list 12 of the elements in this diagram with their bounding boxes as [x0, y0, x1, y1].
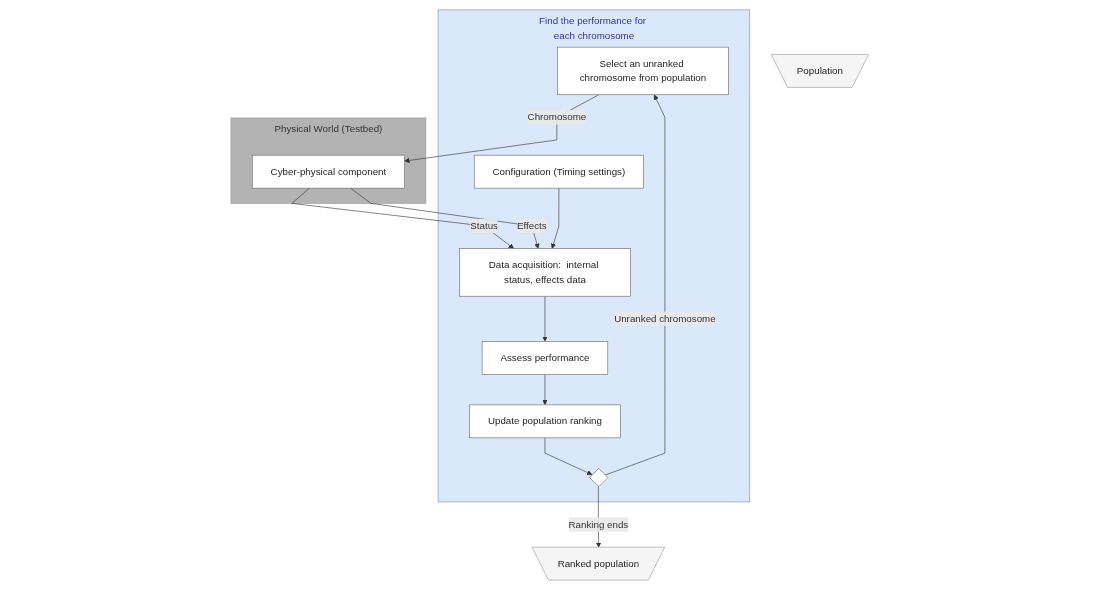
edge-label: Status [470, 220, 499, 231]
node-box: Update population ranking [469, 404, 621, 439]
edge-label: Chromosome [527, 111, 587, 123]
edge-label: Effects [517, 220, 547, 231]
edge-label: Unranked chromosome [614, 313, 716, 324]
edge-label: Ranking ends [568, 519, 629, 530]
node-box: Data acquisition: internal status, effects data [459, 248, 631, 297]
node-box: Configuration (Timing settings) [474, 154, 645, 189]
node-box: Select an unranked chromosome from population [557, 46, 729, 96]
node-box: Cyber-physical component [252, 154, 406, 189]
node-box: Assess performance [482, 341, 609, 375]
node-diamond [589, 468, 609, 487]
